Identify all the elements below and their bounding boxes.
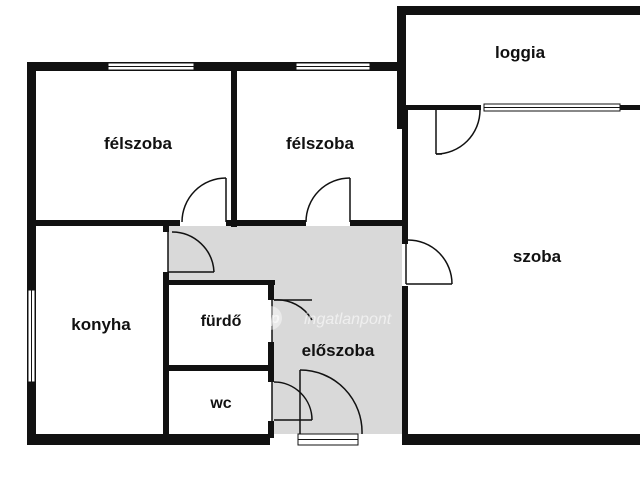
room-label-bathroom: fürdő: [201, 313, 242, 330]
wall-bath-right-b: [268, 342, 274, 382]
wall-loggia-bottom: [406, 105, 481, 110]
wall-bath-right-a: [268, 280, 274, 300]
room-label-bedroom-2: félszoba: [286, 134, 355, 153]
door-living-room: [405, 239, 453, 285]
wall-kitchen-right-a: [163, 226, 169, 232]
door-bedroom-1: [181, 177, 227, 223]
wall-loggia-bottom-right: [620, 105, 640, 110]
wall-between-bedrooms: [231, 71, 237, 227]
door-wc: [271, 381, 313, 421]
wall-kitchen-right-b: [163, 272, 169, 438]
door-bedroom-2: [305, 177, 351, 223]
wall-left: [27, 62, 36, 445]
room-label-living-room: szoba: [513, 247, 562, 266]
door-bathroom: [271, 299, 313, 342]
room-label-loggia: loggia: [495, 43, 546, 62]
wall-bottom-right: [402, 434, 640, 445]
wall-loggia-top: [397, 6, 640, 15]
wall-szoba-left-lower: [402, 226, 408, 244]
wall-bedroom1-bottom-b: [226, 220, 306, 226]
door-entrance: [299, 369, 363, 435]
wall-wc-right: [268, 421, 274, 438]
watermark-badge: otp: [256, 310, 279, 327]
wall-szoba-left-bottom: [402, 286, 408, 438]
wall-top-left: [27, 62, 406, 71]
wall-bedroom1-bottom-a: [36, 220, 180, 226]
door-kitchen: [167, 230, 215, 273]
hallway-floor: [168, 226, 402, 434]
room-label-kitchen: konyha: [71, 315, 131, 334]
wall-bath-top: [163, 280, 275, 285]
watermark: otp ingatlanpont: [256, 306, 392, 330]
wall-bottom-left: [27, 434, 270, 445]
wall-bedroom2-bottom: [350, 220, 402, 226]
doors: [167, 109, 481, 435]
watermark-text: ingatlanpont: [304, 311, 392, 328]
wall-bath-wc-divider: [168, 365, 274, 371]
door-loggia: [435, 109, 481, 155]
walls: [27, 6, 640, 445]
room-label-hallway: előszoba: [302, 341, 375, 360]
room-label-wc: wc: [209, 395, 231, 412]
watermark-badge-circle: [258, 306, 282, 330]
window-glass-lines: [31, 66, 620, 440]
room-label-bedroom-1: félszoba: [104, 134, 173, 153]
wall-loggia-left: [397, 6, 406, 129]
wall-bedroom2-right: [402, 110, 408, 226]
